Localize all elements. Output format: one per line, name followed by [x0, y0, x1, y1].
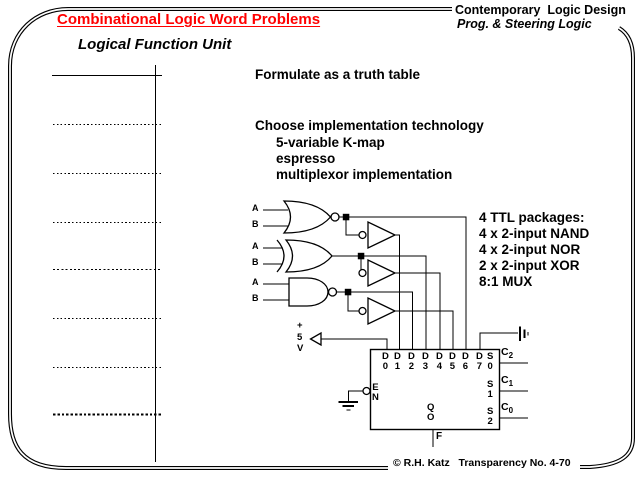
nand-gate-icon	[288, 277, 338, 307]
page-subtitle: Logical Function Unit	[78, 36, 232, 53]
mux-box	[362, 348, 501, 431]
inverter-icon	[358, 296, 397, 326]
mux-output-label: Q O	[427, 402, 435, 423]
note-choose: Choose implementation technology	[255, 118, 484, 133]
note-formulate: Formulate as a truth table	[255, 67, 421, 82]
list-item: 5-variable K-map	[276, 135, 385, 150]
mux-data-label: D 4	[436, 351, 443, 372]
mux-data-label: D 5	[449, 351, 456, 372]
ground-icon	[338, 401, 358, 411]
mux-data-label: D 0	[382, 351, 389, 372]
power-label: + 5 V	[297, 320, 304, 354]
note-sub-list: 5-variable K-map espresso multiplexor im…	[276, 135, 452, 183]
mux-select-label: S 0	[487, 351, 494, 372]
ttl-package-list: 4 TTL packages: 4 x 2-input NAND 4 x 2-i…	[479, 210, 589, 290]
mux-data-label: D 3	[422, 351, 429, 372]
mux-data-label: D 7	[476, 351, 483, 372]
mux-select-label: S 2	[487, 406, 494, 427]
mux-select-label: S 1	[487, 379, 494, 400]
list-item: multiplexor implementation	[276, 167, 453, 182]
xor-gate-icon	[276, 239, 333, 273]
list-item: 4 x 2-input NOR	[479, 242, 581, 257]
control-label: C1	[501, 374, 514, 389]
credit-line: © R.H. Katz Transparency No. 4-70	[393, 457, 571, 469]
enable-bubble-icon	[362, 386, 371, 396]
ttl-heading: 4 TTL packages:	[479, 210, 585, 225]
control-label: C2	[501, 346, 514, 361]
mux-enable-label: E N	[372, 382, 379, 403]
gate-input-label: A	[252, 203, 259, 213]
brand-line-2: Prog. & Steering Logic	[457, 17, 592, 31]
circuit-wires	[263, 209, 528, 447]
page-title: Combinational Logic Word Problems	[57, 11, 321, 28]
control-label: C0	[501, 401, 514, 416]
mux-data-label: D 2	[408, 351, 415, 372]
course-brand: Contemporary Logic Design Prog. & Steeri…	[455, 3, 626, 31]
list-item: 8:1 MUX	[479, 274, 533, 289]
gate-input-label: B	[252, 257, 259, 267]
gate-input-label: A	[252, 241, 259, 251]
brand-line-1: Contemporary Logic Design	[455, 3, 626, 17]
truth-table-rules	[52, 65, 162, 462]
inverter-icon	[358, 220, 397, 250]
list-item: 2 x 2-input XOR	[479, 258, 580, 273]
power-supply-icon	[309, 331, 322, 347]
gate-input-label: B	[252, 293, 259, 303]
nor-gate-icon	[282, 200, 340, 234]
ground-icon	[519, 326, 529, 341]
slide-border	[8, 7, 635, 470]
wire-junctions	[342, 213, 365, 296]
list-item: espresso	[276, 151, 336, 166]
gate-input-label: B	[252, 219, 259, 229]
mux-data-label: D 6	[462, 351, 469, 372]
inverter-icon	[358, 258, 397, 288]
mux-data-label: D 1	[394, 351, 401, 372]
gate-input-label: A	[252, 277, 259, 287]
list-item: 4 x 2-input NAND	[479, 226, 590, 241]
output-net-label: F	[436, 431, 443, 442]
